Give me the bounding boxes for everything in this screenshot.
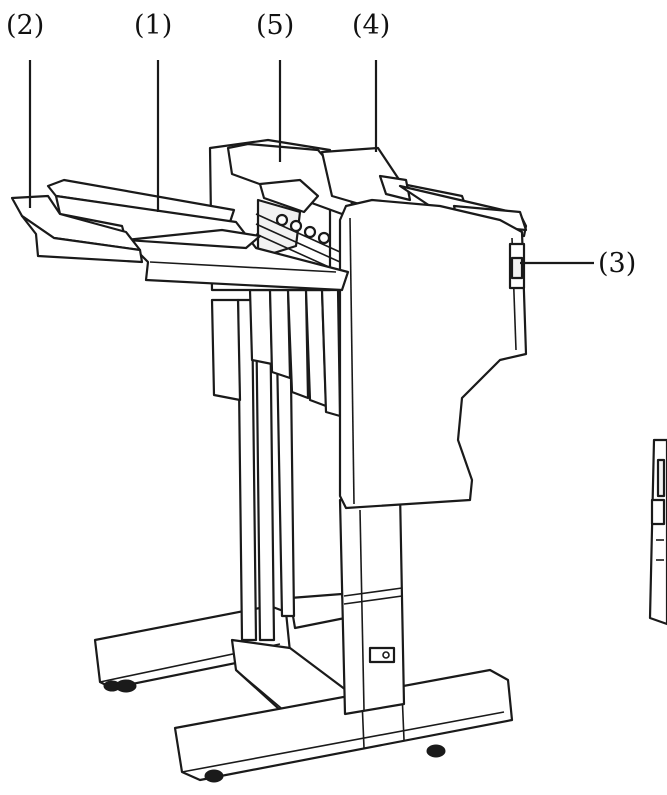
callout-1: (1): [134, 10, 173, 41]
callout-3: (3): [598, 248, 637, 279]
bin-fingers: [248, 288, 342, 418]
callout-5: (5): [256, 10, 295, 41]
leader-lines: [28, 60, 594, 265]
output-tray: [46, 178, 350, 292]
rear-columns: [210, 298, 296, 642]
callout-2: (2): [6, 10, 45, 41]
callout-4: (4): [352, 10, 391, 41]
second-unit-partial: [648, 438, 667, 626]
extension-tray: [10, 194, 144, 264]
stand-column: [338, 490, 406, 716]
stand-base: [93, 592, 514, 783]
